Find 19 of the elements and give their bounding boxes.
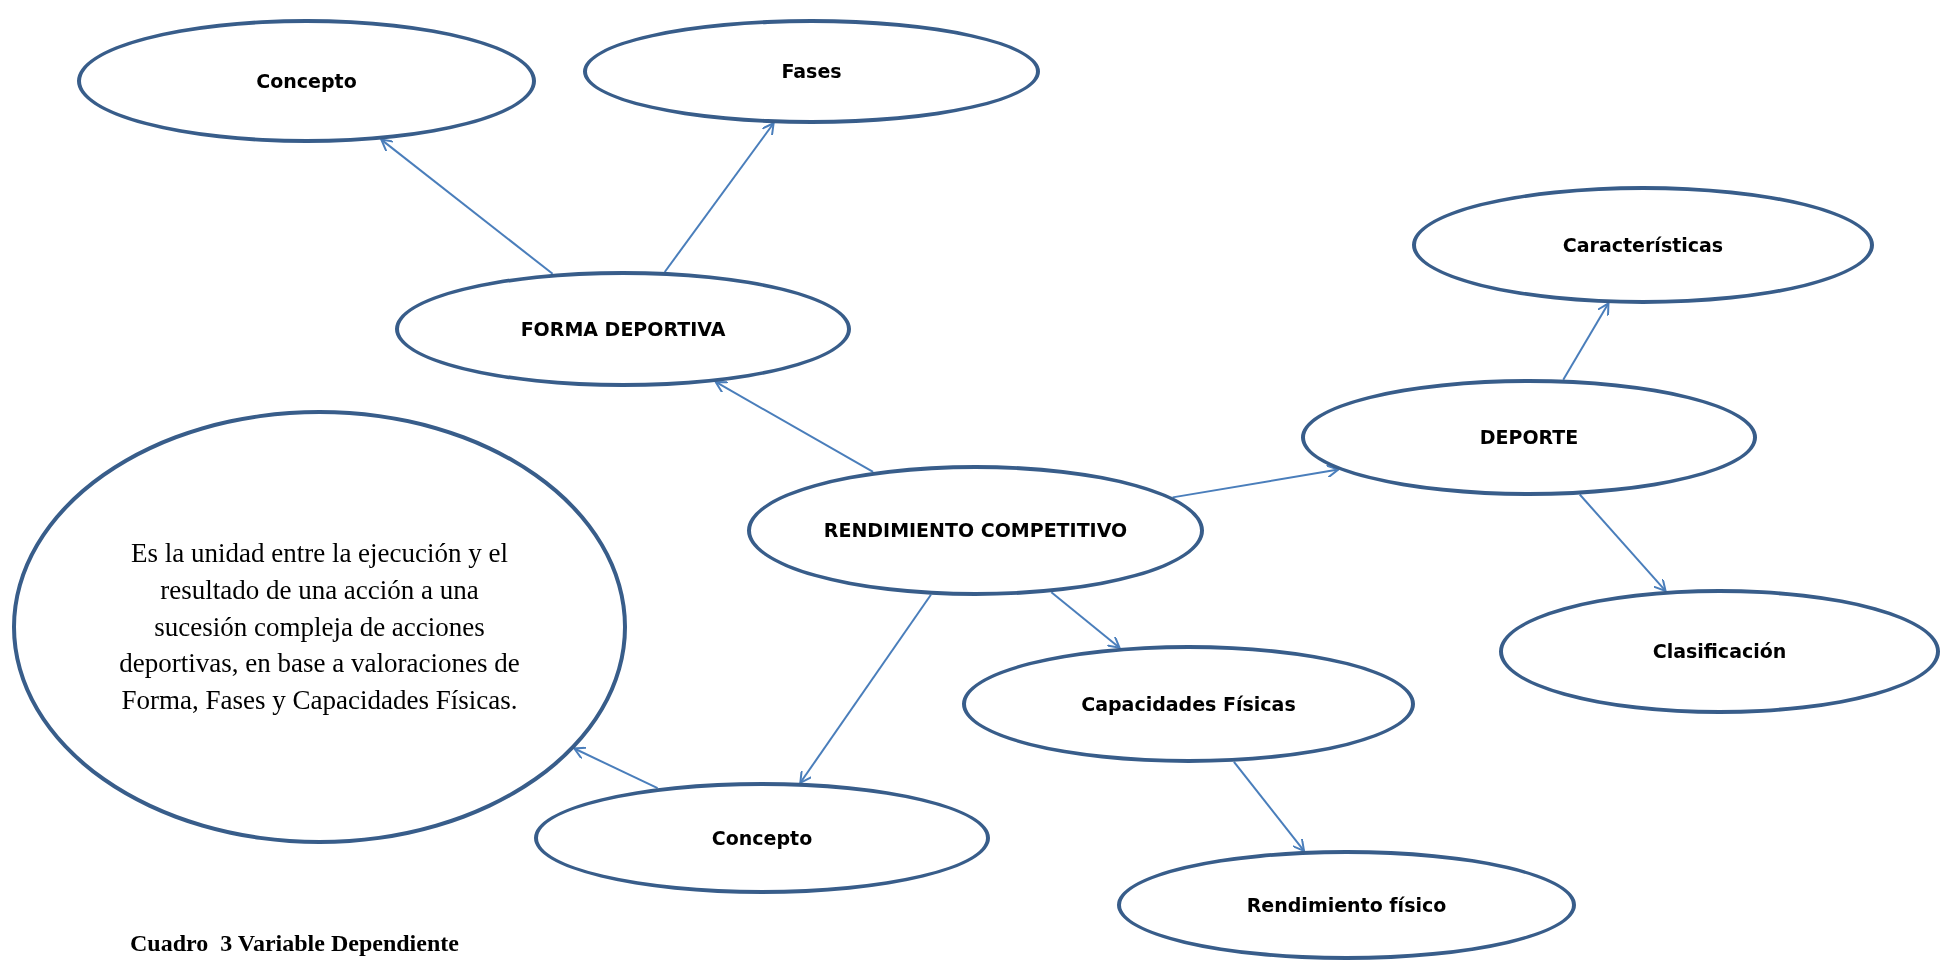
node-label: RENDIMIENTO COMPETITIVO — [823, 518, 1128, 544]
node-label: Concepto — [711, 825, 813, 851]
arrow — [799, 593, 932, 784]
node-label: FORMA DEPORTIVA — [520, 316, 726, 342]
arrow — [1578, 493, 1667, 592]
caption: Cuadro 3 Variable Dependiente — [130, 930, 459, 957]
arrow — [663, 122, 775, 273]
node-label: Características — [1562, 232, 1724, 258]
arrow — [1171, 464, 1340, 499]
node-label: Fases — [781, 59, 842, 85]
node-label: Es la unidad entre la ejecución y el resultado de una acción a una sucesión compleja de acciones deportivas, en base a valoraciones de Forma, Fases y Capacidades Físicas. — [118, 536, 521, 718]
node-label: Rendimiento físico — [1246, 892, 1447, 918]
arrow — [1562, 302, 1610, 381]
node-label: Concepto — [256, 68, 357, 94]
node-label: Capacidades Físicas — [1081, 691, 1296, 717]
node-label: DEPORTE — [1479, 425, 1579, 451]
node-label: Clasificación — [1652, 639, 1787, 665]
arrow — [1232, 760, 1305, 852]
arrow — [573, 746, 659, 790]
